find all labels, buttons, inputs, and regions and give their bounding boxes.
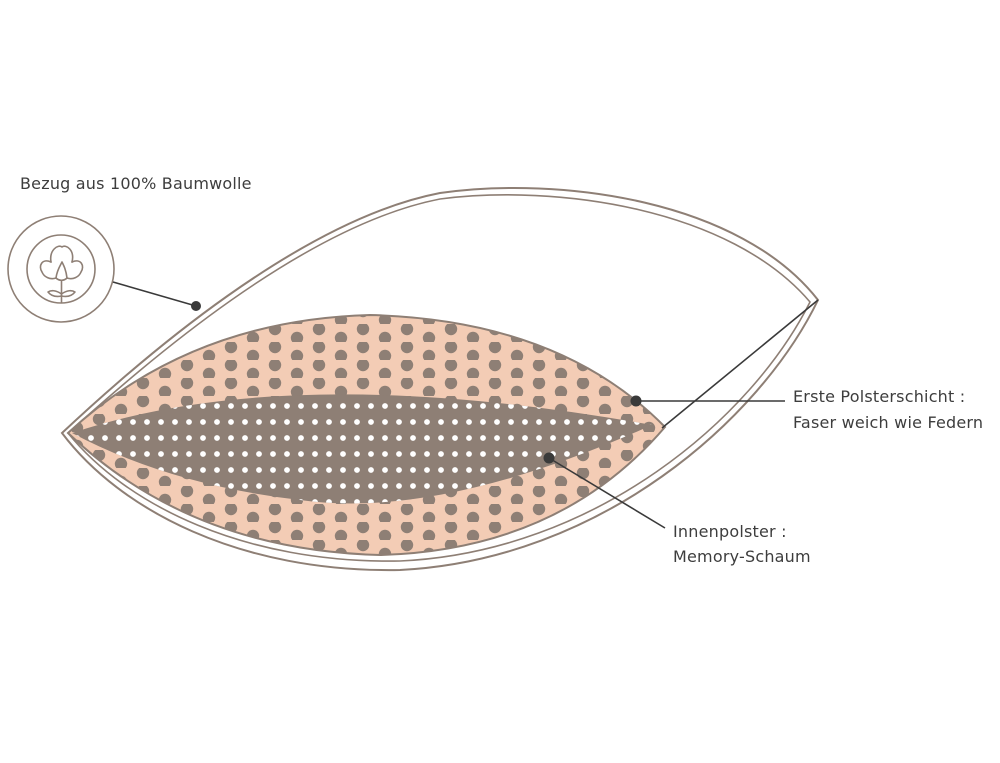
cover-leader-dot (191, 301, 201, 311)
first-layer-leader-dot (630, 395, 642, 407)
cover-callout: Bezug aus 100% Baumwolle (7, 174, 252, 323)
first-layer-label-line2: Faser weich wie Federn (793, 413, 983, 432)
cover-badge-ring-inner (26, 234, 96, 304)
inner-label-line2: Memory-Schaum (673, 547, 811, 566)
cotton-boll-right (66, 260, 84, 280)
inner-label-line1: Innenpolster : (673, 522, 787, 541)
inner-layer-callout: Innenpolster : Memory-Schaum (543, 452, 811, 566)
cotton-leaf-left (47, 289, 63, 298)
cover-leader-line (112, 281, 197, 307)
foam-core (72, 394, 652, 504)
cover-outline-inner (66, 194, 811, 562)
first-layer-label-line1: Erste Polsterschicht : (793, 387, 965, 406)
fiber-layer-outline (66, 313, 667, 557)
foam-core-dots (72, 394, 652, 504)
cotton-boll-left (39, 260, 57, 280)
cover-label: Bezug aus 100% Baumwolle (20, 174, 252, 193)
inner-leader-dot (543, 452, 555, 464)
cotton-boll-top (49, 245, 74, 263)
tip-leader-line (661, 299, 819, 429)
cotton-flower-icon (39, 245, 84, 303)
inner-leader-line (548, 457, 666, 529)
cover-badge-ring-outer (7, 215, 115, 323)
cotton-leaf-right (60, 289, 76, 298)
first-layer-callout: Erste Polsterschicht : Faser weich wie F… (630, 387, 983, 432)
